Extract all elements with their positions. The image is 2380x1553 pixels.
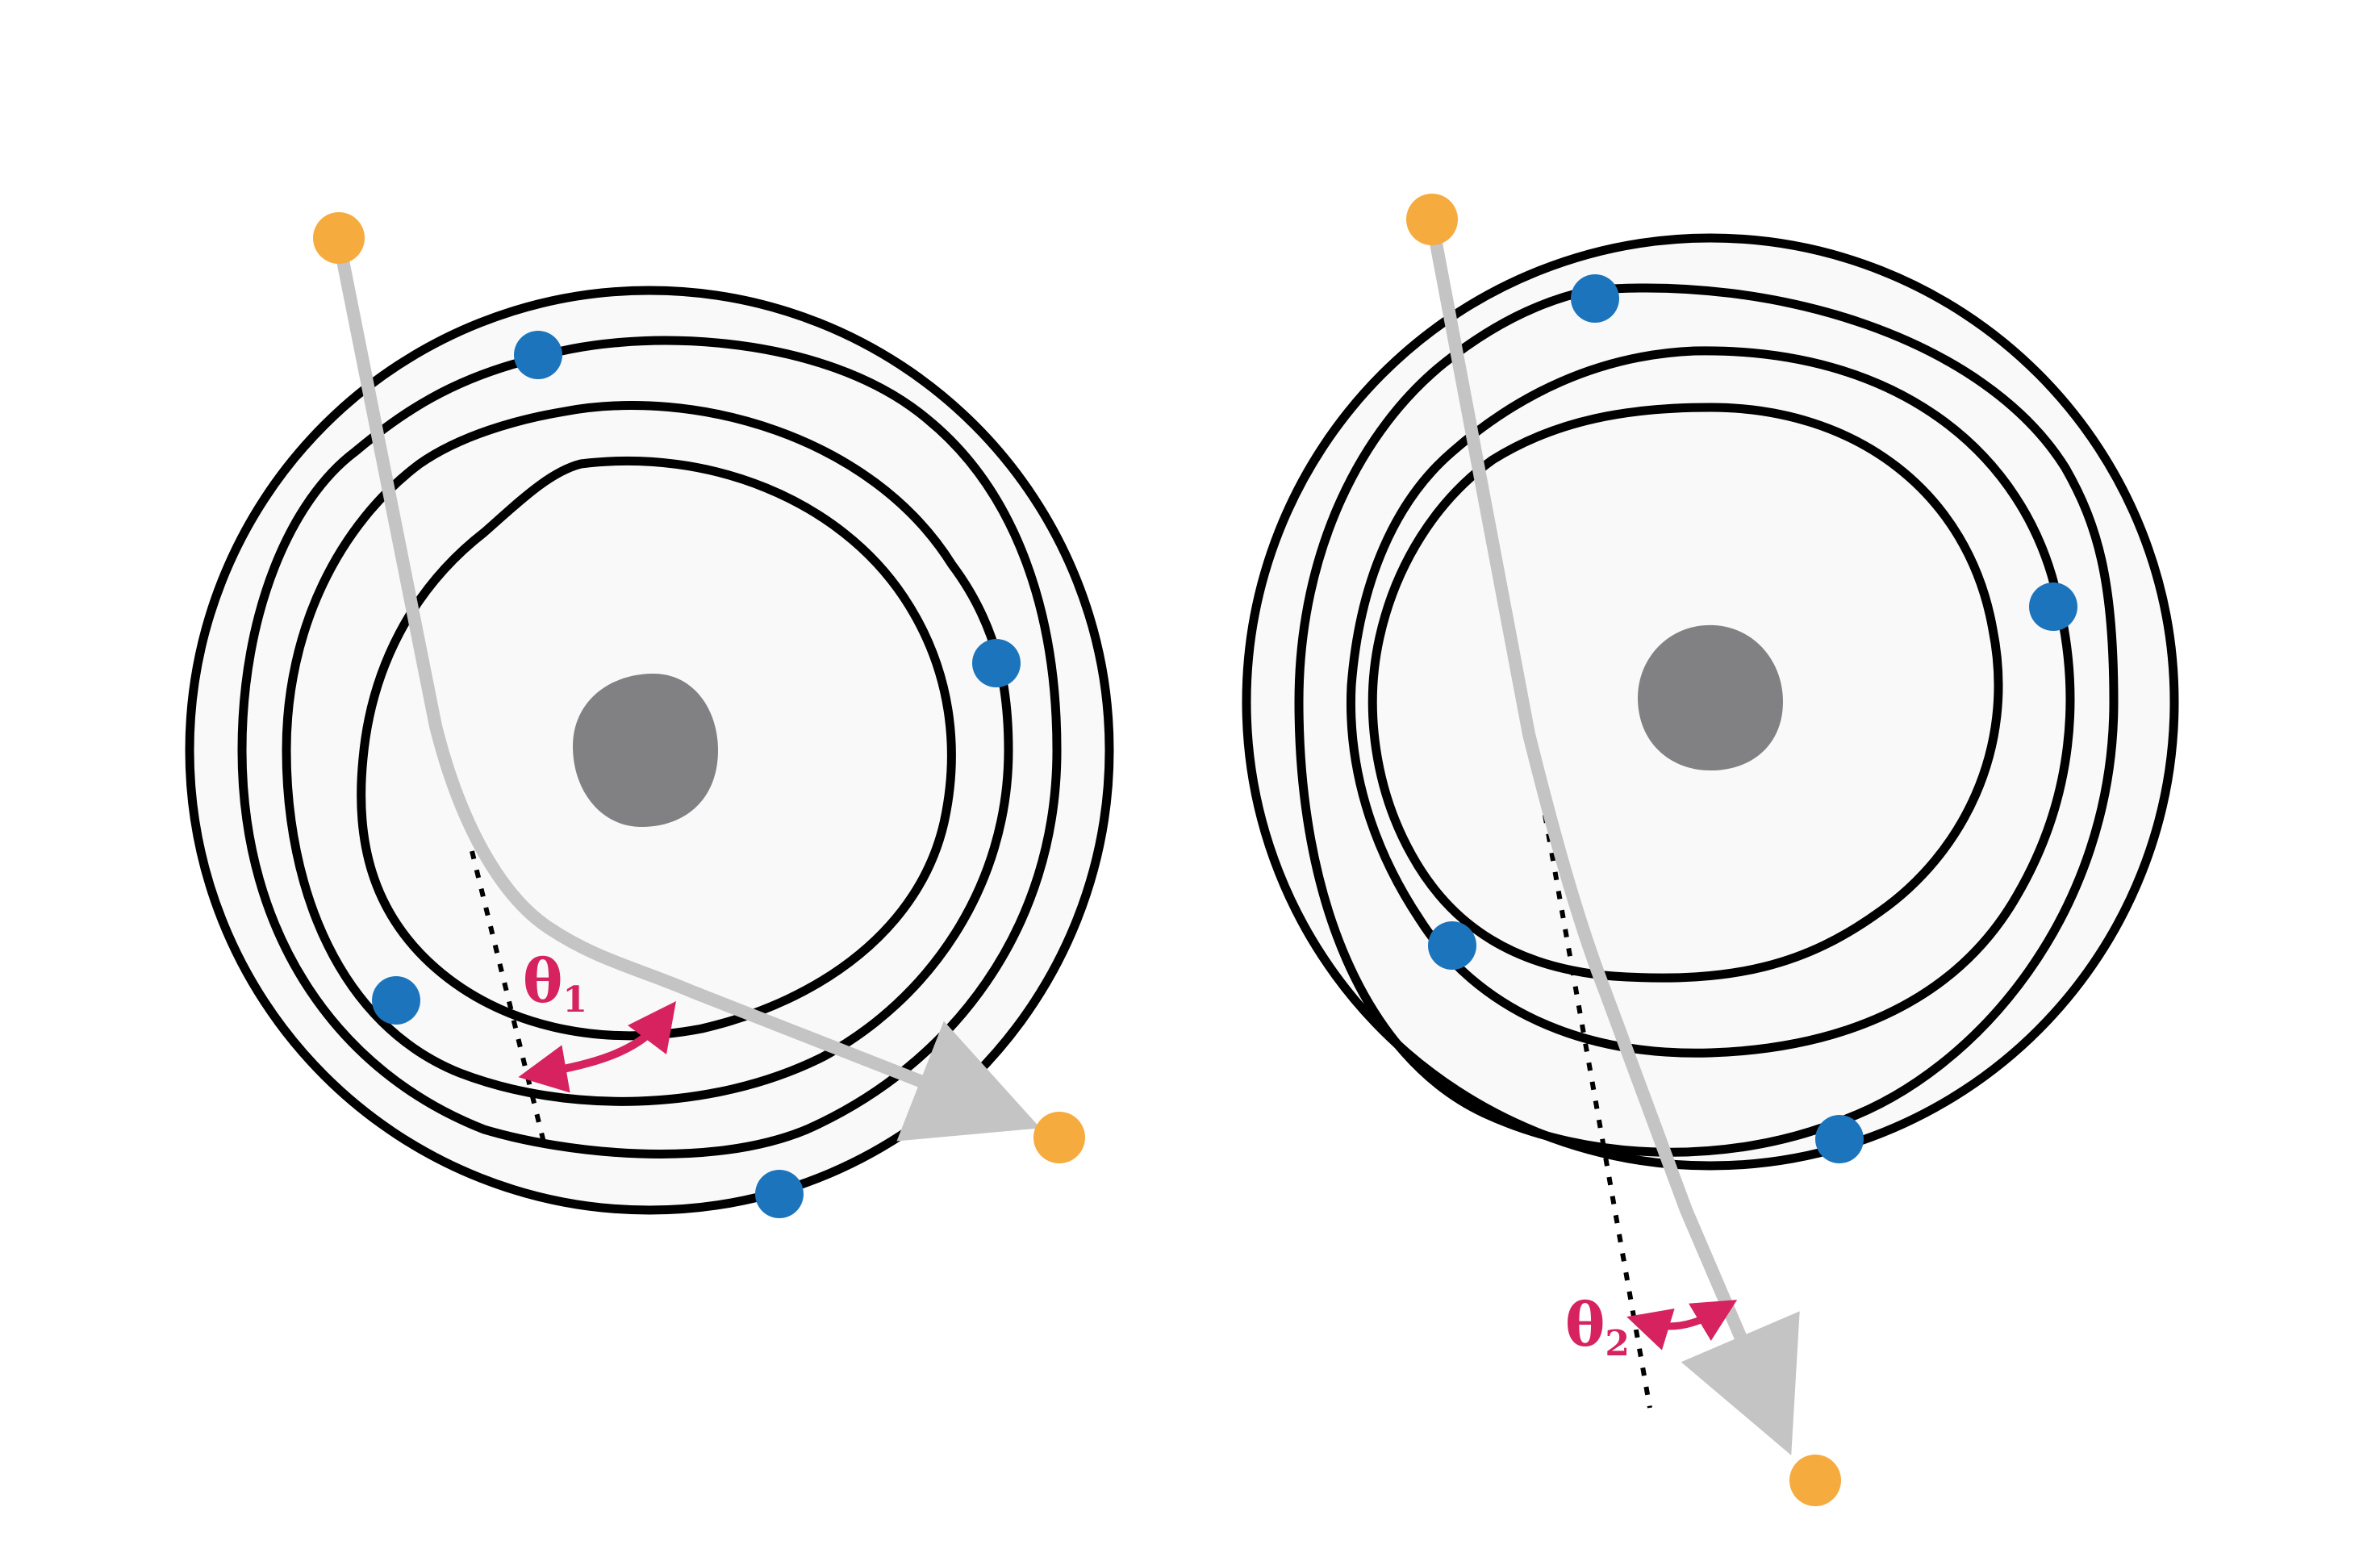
- left-nucleus: [573, 674, 718, 827]
- right-angle-arc: [1626, 1300, 1738, 1351]
- left-orbit-3: [282, 401, 1013, 1106]
- left-particle-start: [313, 212, 365, 264]
- left-atom: θ1: [185, 212, 1114, 1218]
- right-electron-top: [1571, 274, 1619, 323]
- left-angle-label: θ1: [523, 947, 587, 1021]
- left-electron-right: [972, 639, 1021, 687]
- left-orbit-2: [237, 336, 1062, 1158]
- left-particle-path: [332, 234, 1041, 1142]
- right-nucleus: [1638, 624, 1783, 770]
- right-orbit-4: [1367, 403, 2003, 983]
- left-reference-line: [470, 850, 547, 1146]
- left-electron-top: [514, 331, 562, 379]
- left-angle-arc: [518, 1001, 677, 1093]
- left-electron-bottom: [755, 1170, 804, 1218]
- right-reference-line: [1543, 814, 1652, 1409]
- right-electron-left: [1428, 921, 1476, 970]
- left-particle-end: [1033, 1112, 1085, 1163]
- right-atom: θ2: [1242, 194, 2179, 1506]
- right-particle-start: [1406, 194, 1458, 245]
- right-particle-end: [1789, 1455, 1841, 1506]
- right-electron-bottom: [1815, 1115, 1864, 1163]
- left-electron-left: [372, 976, 420, 1025]
- right-particle-path: [1426, 215, 1800, 1455]
- right-electron-right: [2029, 582, 2077, 631]
- right-angle-label: θ2: [1565, 1291, 1630, 1364]
- right-orbit-2: [1294, 283, 2119, 1157]
